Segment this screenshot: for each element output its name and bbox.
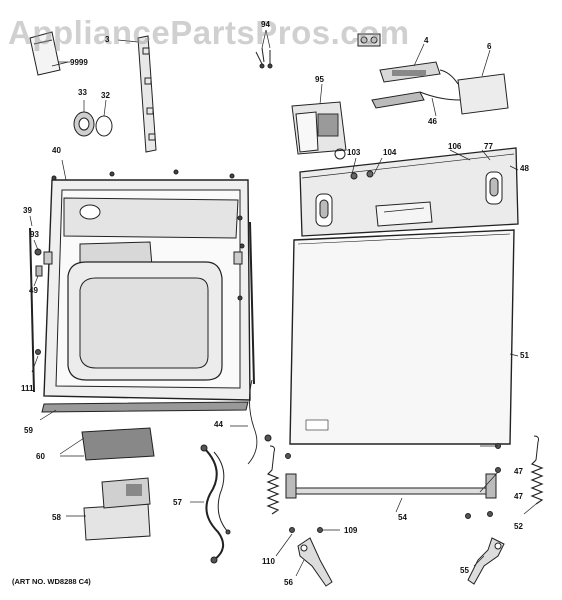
part-52-spring-right[interactable] — [530, 435, 544, 505]
callout-52[interactable]: 52 — [514, 522, 523, 531]
callout-103[interactable]: 103 — [347, 148, 361, 157]
part-51-outer-door-panel[interactable] — [289, 229, 515, 445]
callout-104[interactable]: 104 — [383, 148, 397, 157]
callout-44[interactable]: 44 — [214, 420, 223, 429]
callout-33[interactable]: 33 — [78, 88, 87, 97]
callout-9999[interactable]: 9999 — [70, 58, 88, 67]
callout-55[interactable]: 55 — [460, 566, 469, 575]
part-110-screw[interactable] — [289, 527, 295, 533]
leader-lines — [29, 61, 537, 577]
callout-3[interactable]: 3 — [105, 35, 110, 44]
part-111-fastener[interactable] — [31, 349, 41, 373]
part-39-side-trim[interactable] — [29, 221, 255, 393]
callout-60[interactable]: 60 — [36, 452, 45, 461]
callout-94[interactable]: 94 — [261, 20, 270, 29]
part-94-screws[interactable] — [255, 29, 273, 69]
part-54-hinge-rod[interactable] — [285, 473, 497, 499]
callout-49[interactable]: 49 — [29, 286, 38, 295]
callout-109[interactable]: 109 — [344, 526, 358, 535]
part-48-control-panel[interactable] — [299, 147, 519, 237]
part-56-hinge-arm[interactable] — [297, 537, 333, 587]
callout-48[interactable]: 48 — [520, 164, 529, 173]
callout-54[interactable]: 54 — [398, 513, 407, 522]
callout-6[interactable]: 6 — [487, 42, 492, 51]
callout-58[interactable]: 58 — [52, 513, 61, 522]
part-59-bottom-seal[interactable] — [41, 401, 249, 413]
callout-47-upper[interactable]: 47 — [514, 467, 523, 476]
callout-59[interactable]: 59 — [24, 426, 33, 435]
part-4-control-board[interactable] — [379, 43, 441, 83]
callout-46[interactable]: 46 — [428, 117, 437, 126]
part-9999-manual[interactable] — [29, 31, 69, 76]
callout-47-lower[interactable]: 47 — [514, 492, 523, 501]
part-95-dispenser[interactable] — [291, 101, 347, 160]
callout-77[interactable]: 77 — [484, 142, 493, 151]
callout-32[interactable]: 32 — [101, 91, 110, 100]
part-47-screws[interactable] — [264, 434, 501, 473]
part-109-screw[interactable] — [317, 527, 323, 533]
part-7-switch[interactable] — [357, 33, 381, 47]
callout-56[interactable]: 56 — [284, 578, 293, 587]
part-33-gasket[interactable] — [73, 111, 95, 137]
part-58-vent[interactable] — [83, 477, 151, 541]
part-40-inner-door[interactable] — [43, 169, 251, 401]
callout-39[interactable]: 39 — [23, 206, 32, 215]
part-6-module[interactable] — [457, 49, 509, 115]
part-57-wire-harness[interactable] — [200, 444, 231, 564]
callout-106[interactable]: 106 — [448, 142, 462, 151]
part-55-hinge-arm[interactable] — [465, 511, 505, 585]
callout-110[interactable]: 110 — [262, 557, 275, 566]
callout-95[interactable]: 95 — [315, 75, 324, 84]
callout-111[interactable]: 111 — [21, 384, 34, 393]
part-52-spring-left[interactable] — [266, 445, 280, 515]
part-60-plate[interactable] — [59, 427, 155, 461]
part-3-bracket[interactable] — [117, 35, 157, 153]
part-46-wire-harness[interactable] — [371, 69, 461, 109]
watermark-text: AppliancePartsPros.com — [8, 14, 410, 51]
callout-40[interactable]: 40 — [52, 146, 61, 155]
callout-57[interactable]: 57 — [173, 498, 182, 507]
callout-93[interactable]: 93 — [30, 230, 39, 239]
callout-4[interactable]: 4 — [424, 36, 429, 45]
part-32-ring[interactable] — [95, 115, 113, 137]
art-number: (ART NO. WD8288 C4) — [12, 577, 91, 586]
part-44-cable[interactable] — [247, 379, 258, 465]
part-93-screw[interactable] — [34, 248, 42, 256]
part-49-clip[interactable] — [35, 265, 43, 277]
callout-51[interactable]: 51 — [520, 351, 529, 360]
